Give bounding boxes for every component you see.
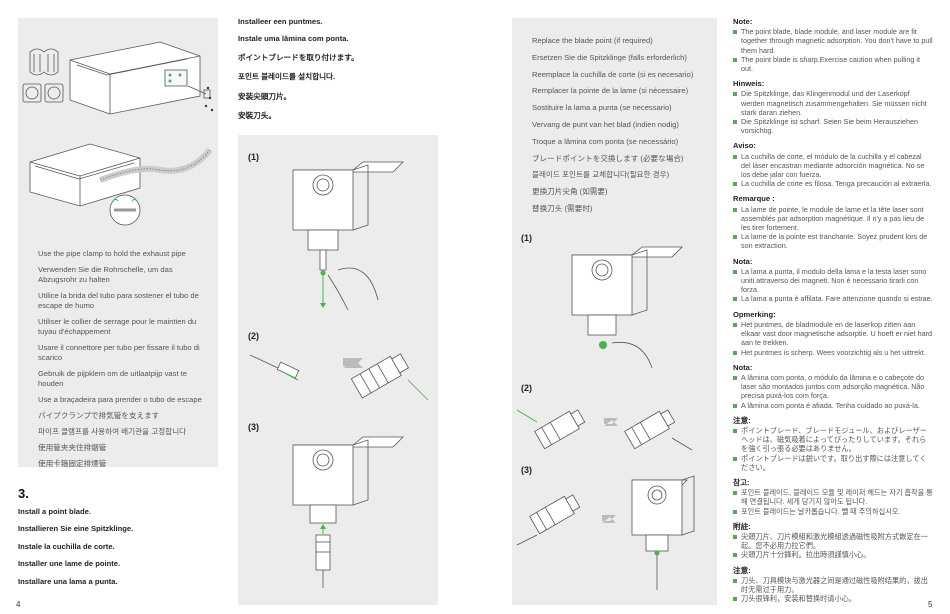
step-title-ko: 포인트 블레이드를 설치합니다. [238, 72, 336, 82]
note-item: 尖頭刀片、刀片模組和激光模組透過磁性吸附方式嵌定在一起。您不必用力拉它們。 [733, 532, 933, 550]
note-section-zh-tw: 附註: 尖頭刀片、刀片模組和激光模組透過磁性吸附方式嵌定在一起。您不必用力拉它們… [733, 522, 933, 560]
install-step-3-illustration [292, 436, 404, 588]
note-heading-de: Hinweis: [733, 79, 765, 89]
replace-step-3-illustration [516, 475, 695, 590]
note-heading-zh-tw: 附註: [733, 521, 751, 531]
note-item: 포인트 블레이드는 날카롭습니다. 뺄 때 주의하십시오. [733, 507, 933, 516]
caption-pt: Use a braçadeira para prender o tubo de … [38, 395, 202, 404]
note-heading-nl: Opmerking: [733, 309, 776, 319]
note-section-ko: 참고: 포인트 블레이드, 블레이드 모듈 및 레이저 헤드는 자기 흡착을 통… [733, 478, 933, 516]
step-title-ja: ポイントブレードを取り付けます。 [238, 52, 359, 62]
step-title-fr: Installer une lame de pointe. [18, 559, 121, 569]
note-item: ポイントブレードは鋭いです。取り出す際には注意してください。 [733, 454, 933, 472]
note-heading-ko: 참고: [733, 477, 750, 487]
step-titles-bottom: Install a point blade. Installieren Sie … [18, 507, 218, 594]
step-title-it: Installare una lama a punta. [18, 576, 118, 586]
replace-zh-tw: 更換刀片尖角 (如需要) [532, 187, 608, 197]
replace-de: Ersetzen Sie die Spitzklinge (falls erfo… [532, 52, 687, 62]
page-number-left: 4 [16, 600, 21, 609]
caption-zh-tw: 使用卡箍固定排煙管 [38, 459, 107, 468]
note-item: La lama a punta è affilata. Fare attenzi… [733, 294, 933, 303]
note-item: Het puntmes is scherp. Wees voorzichtig … [733, 348, 933, 357]
note-section-fr: Remarque : La lame de pointe, le module … [733, 194, 933, 250]
caption-de: Verwenden Sie die Rohrschelle, um das Ab… [38, 265, 173, 284]
note-heading-ja: 注意: [733, 415, 751, 425]
replace-es: Reemplace la cuchilla de corte (si es ne… [532, 69, 694, 79]
replace-fr: Remplacer la pointe de la lame (si néces… [532, 86, 689, 96]
note-item: Die Spitzklinge, das Klingenmodul und de… [733, 89, 933, 117]
caption-ko: 파이프 클램프를 사용하여 배기관을 고정합니다 [38, 427, 187, 436]
replace-figure-label-3: (3) [521, 465, 532, 475]
note-section-nl: Opmerking: Het puntmes, de bladmodule en… [733, 310, 933, 357]
replace-it: Sostituire la lama a punta (se necessari… [532, 103, 672, 113]
note-item: The point blade is sharp.Exercise cautio… [733, 55, 933, 73]
install-figure-label-3: (3) [248, 422, 259, 432]
note-item: Het puntmes, de bladmodule en de laserko… [733, 320, 933, 348]
caption-ja: パイプクランプで排気管を支えます [38, 411, 160, 420]
replace-ja: ブレードポイントを交換します (必要な場合) [532, 153, 684, 163]
install-step-1-illustration [292, 161, 404, 311]
note-item: La lame de la pointe est tranchante. Soy… [733, 232, 933, 250]
install-figure-label-1: (1) [248, 152, 259, 162]
note-heading-en: Note: [733, 17, 753, 26]
note-heading-pt: Nota: [733, 362, 753, 372]
pipe-clamp-illustration [29, 143, 213, 226]
note-item: A lâmina com ponta, o módulo da lâmina e… [733, 373, 933, 401]
note-section-zh-cn: 注意: 刀头、刀具模块与激光器之间是通过磁性吸附结果的，拔出时无需过于用力。 刀… [733, 566, 933, 604]
install-step-2-illustration [249, 353, 429, 401]
replace-zh-cn: 替换刀头 (需要时) [532, 203, 593, 213]
note-section-de: Hinweis: Die Spitzklinge, das Klingenmod… [733, 79, 933, 135]
caption-en: Use the pipe clamp to hold the exhaust p… [38, 249, 186, 258]
caption-zh-cn: 使用管夹夹住排烟管 [38, 443, 107, 452]
note-item: La lama a punta, il modulo della lama e … [733, 267, 933, 295]
caption-it: Usare il connettore per tubo per fissare… [38, 343, 200, 362]
note-item: La lame de pointe, le module de lame et … [733, 205, 933, 233]
step-title-es: Instale la cuchilla de corte. [18, 541, 115, 551]
step-title-en: Install a point blade. [18, 507, 91, 516]
note-section-ja: 注意: ポイントブレード、ブレードモジュール、およびレーザーヘッドは、磁気吸着に… [733, 416, 933, 472]
note-item: The point blade, blade module, and laser… [733, 27, 933, 55]
replace-figure-label-2: (2) [521, 383, 532, 393]
replace-pt: Troque a lâmina com ponta (se necessário… [532, 136, 679, 146]
install-figure-label-2: (2) [248, 331, 259, 341]
note-item: 刀头、刀具模块与激光器之间是通过磁性吸附结果的，拔出时无需过于用力。 [733, 576, 933, 594]
note-item: A lâmina com ponta é afiada. Tenha cuida… [733, 401, 933, 410]
step-title-pt: Instale uma lâmina com ponta. [238, 34, 349, 44]
step-title-nl: Installeer een puntmes. [238, 17, 323, 26]
note-heading-es: Aviso: [733, 141, 756, 151]
replace-figure-label-1: (1) [521, 233, 532, 243]
replace-step-1-illustration [571, 246, 683, 369]
note-item: 刀头很锋利，安装和替换时请小心。 [733, 594, 933, 603]
caption-fr: Utiliser le collier de serrage pour le m… [38, 317, 197, 336]
note-heading-zh-cn: 注意: [733, 565, 751, 575]
replace-step-2-illustration [516, 409, 693, 451]
note-item: 尖頭刀片十分鋒利。拉出時須謹慎小心。 [733, 550, 933, 559]
step-titles-top: Installeer een puntmes. Instale uma lâmi… [238, 17, 438, 129]
replace-captions: Replace the blade point (if required) Er… [532, 36, 712, 221]
step-title-zh-cn: 安装尖頭刀片。 [238, 91, 292, 101]
step-number: 3. [18, 486, 29, 501]
pipe-clamp-captions: Use the pipe clamp to hold the exhaust p… [38, 249, 203, 475]
exhaust-setup-illustration [22, 41, 214, 115]
step-title-de: Installieren Sie eine Spitzklinge. [18, 524, 134, 534]
note-section-pt: Nota: A lâmina com ponta, o módulo da lâ… [733, 363, 933, 410]
replace-ko: 블레이드 포인트를 교체합니다(필요한 경우) [532, 170, 670, 180]
note-section-en: Note: The point blade, blade module, and… [733, 17, 933, 73]
note-section-es: Aviso: La cuchilla de corte, el módulo d… [733, 141, 933, 188]
step-title-zh-tw: 安裝刀头。 [238, 110, 276, 120]
replace-nl: Vervang de punt van het blad (indien nod… [532, 119, 679, 129]
note-item: Die Spitzklinge ist scharf. Seien Sie be… [733, 117, 933, 135]
notes-column: Note: The point blade, blade module, and… [733, 17, 933, 609]
page-number-right: 5 [928, 600, 933, 609]
note-item: La cuchilla de corte es filosa. Tenga pr… [733, 179, 933, 188]
caption-es: Utilice la brida del tubo para sostener … [38, 291, 199, 310]
note-item: ポイントブレード、ブレードモジュール、およびレーザーヘッドは、磁気吸着によってぴ… [733, 426, 933, 454]
caption-nl: Gebruik de pijpklem om de uitlaatpijp va… [38, 369, 187, 388]
note-heading-it: Nota: [733, 256, 753, 266]
note-heading-fr: Remarque : [733, 194, 775, 204]
note-section-it: Nota: La lama a punta, il modulo della l… [733, 257, 933, 304]
replace-en: Replace the blade point (if required) [532, 36, 653, 45]
note-item: 포인트 블레이드, 블레이드 모듈 및 레이저 헤드는 자기 흡착을 통해 연결… [733, 488, 933, 506]
note-item: La cuchilla de corte, el módulo de la cu… [733, 152, 933, 180]
